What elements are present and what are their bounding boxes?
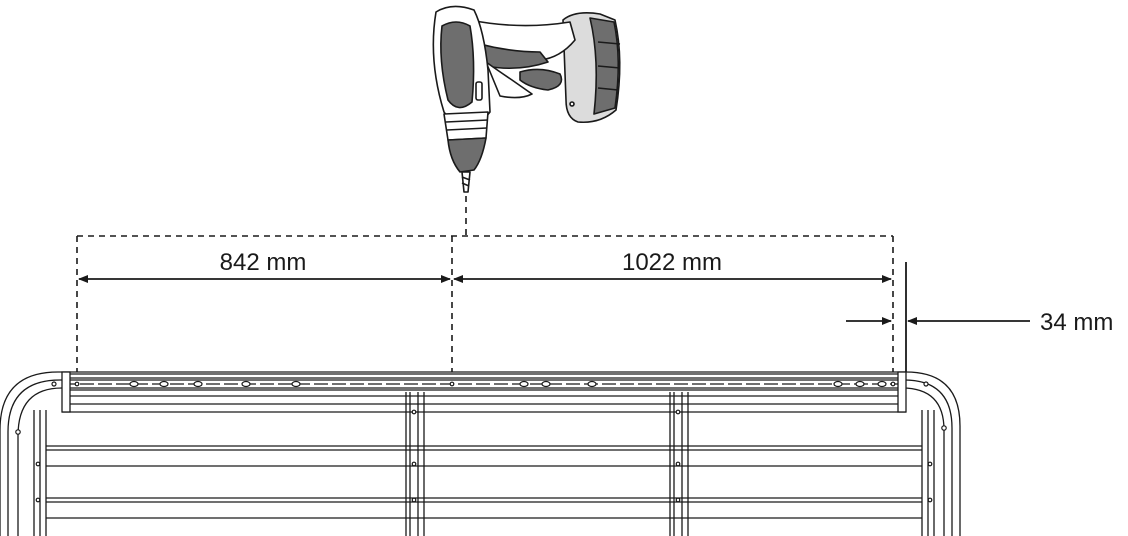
panel-frame	[0, 371, 961, 536]
cordless-drill-icon	[432, 5, 621, 193]
dimension-lines	[78, 262, 1030, 372]
drill-position-guides	[76, 196, 894, 372]
left-span-label: 842 mm	[220, 249, 307, 276]
right-span-label: 1022 mm	[622, 249, 722, 276]
edge-offset-label: 34 mm	[1040, 309, 1113, 336]
rail-holes	[15, 380, 947, 503]
